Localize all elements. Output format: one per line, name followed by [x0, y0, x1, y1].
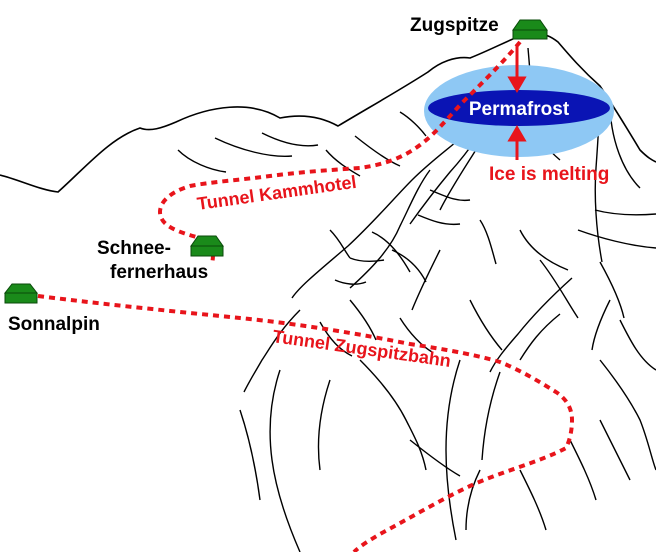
- label-ice-melting: Ice is melting: [489, 164, 609, 185]
- station-zugspitze-icon: [512, 19, 548, 40]
- label-schneefernerhaus-line1: Schnee-: [97, 238, 171, 259]
- tunnel-zugspitzbahn-route: [37, 294, 575, 552]
- label-tunnel-kammhotel: Tunnel Kammhotel: [196, 172, 358, 214]
- permafrost-core: [428, 90, 610, 126]
- tunnel-kammhotel-route: [157, 40, 522, 265]
- label-sonnalpin: Sonnalpin: [8, 314, 100, 335]
- label-schneefernerhaus-line2: fernerhaus: [110, 262, 208, 283]
- label-zugspitze: Zugspitze: [410, 15, 499, 36]
- station-schneefernerhaus-icon: [190, 235, 224, 257]
- station-sonnalpin-icon: [3, 283, 39, 304]
- label-permafrost: Permafrost: [469, 99, 570, 120]
- mountain-ridge: [0, 32, 656, 193]
- label-tunnel-zugspitzbahn: Tunnel Zugspitzbahn: [271, 326, 452, 371]
- melting-arrows: [507, 44, 527, 160]
- mountain-ridges-detail: [177, 47, 656, 552]
